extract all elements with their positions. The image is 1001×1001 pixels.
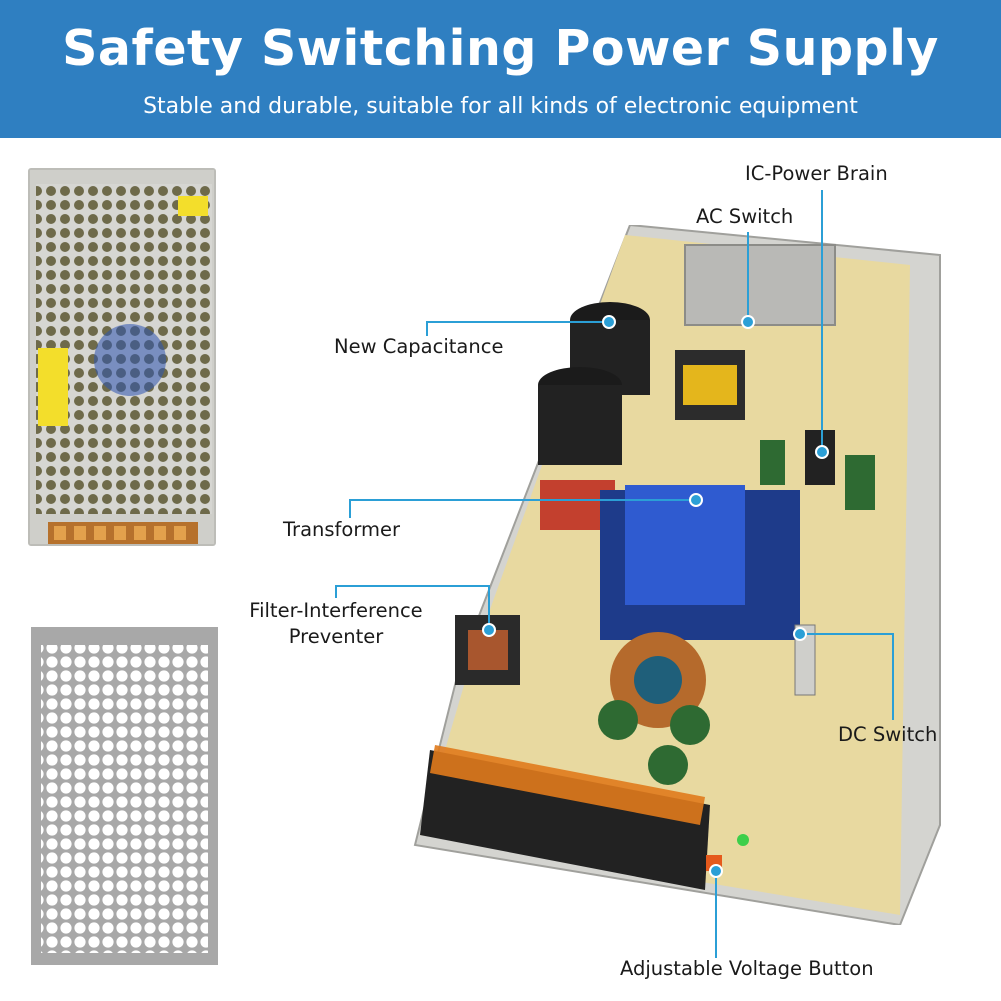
closed-power-supply-image [28,168,216,546]
label-dc-switch: DC Switch [838,723,938,746]
page-subtitle: Stable and durable, suitable for all kin… [143,94,858,119]
label-transformer: Transformer [283,518,401,541]
label-filter-line-1: Filter-Interference [249,599,423,622]
perforated-cover-panel [31,627,218,965]
label-new-capacitance: New Capacitance [334,335,504,358]
label-filter-interference-preventer: Filter-Interference Preventer [236,598,436,650]
label-filter-line-2: Preventer [288,625,384,648]
label-ic-power-brain: IC-Power Brain [745,162,888,185]
label-ac-switch: AC Switch [696,205,794,228]
label-adjustable-voltage-button: Adjustable Voltage Button [620,957,874,980]
open-power-supply-board [400,223,945,927]
page-title: Safety Switching Power Supply [62,20,939,77]
header-banner: Safety Switching Power Supply Stable and… [0,0,1001,138]
